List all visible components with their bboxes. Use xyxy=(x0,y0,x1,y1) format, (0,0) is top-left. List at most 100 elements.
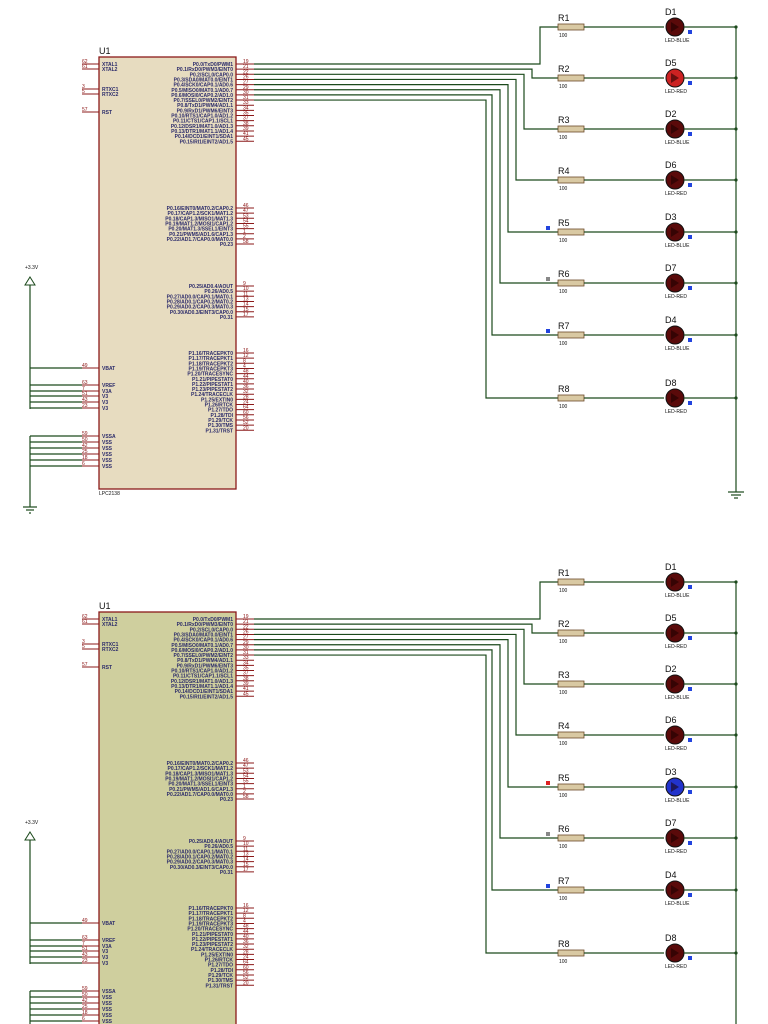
right-pin-number: 11 xyxy=(243,846,248,852)
led-diode-icon xyxy=(671,628,679,638)
resistor-ref: R5 xyxy=(558,773,570,783)
resistor-body xyxy=(557,680,585,688)
right-pin-name: P1.29/TCK xyxy=(208,418,233,424)
right-pin-name: P1.17/TRACEPKT1 xyxy=(189,911,234,917)
left-pin-name: RTXC1 xyxy=(102,642,119,648)
right-pin-name: P0.12/DSR1/MAT1.0/AD1.3 xyxy=(171,679,233,685)
left-pin-number: 23 xyxy=(82,958,88,964)
left-pin-name: V3 xyxy=(102,400,108,406)
right-pin-number: 17 xyxy=(243,312,249,318)
right-pin-number: 44 xyxy=(243,374,249,380)
right-pin-number: 33 xyxy=(243,100,249,106)
signal-wire xyxy=(254,654,558,954)
led-type: LED-BLUE xyxy=(665,38,690,44)
resistor-ref: R3 xyxy=(558,670,570,680)
right-pin-name: P1.18/TRACEPKT2 xyxy=(189,916,234,922)
left-pin-number: 18 xyxy=(82,455,88,461)
right-pin-number: 36 xyxy=(243,939,249,945)
led-type: LED-RED xyxy=(665,964,687,970)
right-pin-name: P0.13/DTR1/MAT1.1/AD1.4 xyxy=(171,129,233,135)
signal-wire xyxy=(254,99,558,399)
right-pin-name: P0.4/SCK0/CAP0.1/AD0.6 xyxy=(174,83,234,89)
led-state-marker xyxy=(688,956,692,960)
power-label: +3.3V xyxy=(25,820,39,826)
right-pin-number: 2 xyxy=(243,234,246,240)
right-pin-name: P0.4/SCK0/CAP0.1/AD0.6 xyxy=(174,638,234,644)
chip-part: LPC2138 xyxy=(99,491,120,497)
left-pin-number: 50 xyxy=(82,992,88,998)
right-pin-number: 21 xyxy=(243,619,249,625)
right-pin-number: 48 xyxy=(243,924,249,930)
resistor-value: 100 xyxy=(559,690,568,696)
right-pin-number: 19 xyxy=(243,59,249,65)
right-pin-number: 46 xyxy=(243,203,249,209)
right-pin-number: 34 xyxy=(243,105,249,111)
left-pin-number: 63 xyxy=(82,380,88,386)
left-pin-name: V3 xyxy=(102,961,108,967)
resistor-body xyxy=(557,74,585,82)
right-pin-name: P0.19/MAT1.2/MOSI1/CAP1.2 xyxy=(165,776,233,782)
right-pin-number: 38 xyxy=(243,676,249,682)
panel-bottom: U1LPC213862XTAL161XTAL23RTXC15RTXC257RST… xyxy=(24,562,738,1024)
right-pin-name: P1.16/TRACEPKT0 xyxy=(189,906,234,912)
right-pin-name: P1.20/TRACESYNC xyxy=(187,372,233,378)
right-pin-name: P0.26/AD0.5 xyxy=(204,289,233,295)
right-pin-number: 28 xyxy=(243,949,249,955)
led-type: LED-RED xyxy=(665,409,687,415)
resistor-ref: R4 xyxy=(558,721,570,731)
right-pin-name: P0.0/TxD0/PWM1 xyxy=(193,62,234,68)
resistor-value: 100 xyxy=(559,33,568,39)
right-pin-name: P0.2/SCL0/CAP0.0 xyxy=(190,627,234,633)
right-pin-number: 29 xyxy=(243,640,249,646)
right-pin-name: P1.19/TRACEPKT3 xyxy=(189,366,234,372)
right-pin-name: P0.27/AD0.0/CAP0.1/MAT0.1 xyxy=(167,294,234,300)
right-pin-name: P0.10/RTS1/CAP1.0/AD1.2 xyxy=(171,114,233,120)
right-pin-name: P0.8/TxD1/PWM4/AD1.1 xyxy=(177,658,233,664)
resistor-value: 100 xyxy=(559,238,568,244)
right-pin-name: P0.11/CTS1/CAP1.1/SCL1 xyxy=(173,674,233,680)
right-pin-name: P0.30/AD0.3/EINT3/CAP0.0 xyxy=(170,865,233,871)
resistor-body xyxy=(557,331,585,339)
signal-wire xyxy=(254,26,558,65)
right-pin-name: P0.22/AD1.7/CAP0.0/MAT0.0 xyxy=(167,237,234,243)
led-state-marker xyxy=(688,81,692,85)
right-pin-number: 9 xyxy=(243,281,246,287)
led-type: LED-RED xyxy=(665,746,687,752)
right-pin-name: P0.18/CAP1.3/MISO1/MAT1.3 xyxy=(165,216,233,222)
resistor-value: 100 xyxy=(559,844,568,850)
resistor-body xyxy=(557,731,585,739)
left-pin-name: XTAL1 xyxy=(102,617,118,623)
left-pin-name: VSS xyxy=(102,458,113,464)
right-pin-number: 40 xyxy=(243,934,249,940)
right-pin-name: P0.31 xyxy=(220,315,233,321)
led-diode-icon xyxy=(671,948,679,958)
led-ref: D3 xyxy=(665,212,677,222)
right-pin-name: P0.10/RTS1/CAP1.0/AD1.2 xyxy=(171,669,233,675)
right-pin-name: P1.31/TRST xyxy=(205,983,233,989)
led-diode-icon xyxy=(671,577,679,587)
resistor-value: 100 xyxy=(559,289,568,295)
right-pin-number: 40 xyxy=(243,379,249,385)
left-pin-number: 23 xyxy=(82,403,88,409)
right-pin-number: 55 xyxy=(243,779,249,785)
led-state-marker xyxy=(688,132,692,136)
signal-wire xyxy=(254,94,558,336)
left-pin-number: 18 xyxy=(82,1010,88,1016)
led-ref: D7 xyxy=(665,263,677,273)
right-pin-number: 55 xyxy=(243,224,249,230)
led-diode-icon xyxy=(671,278,679,288)
right-pin-name: P1.22/PIPESTAT1 xyxy=(192,382,233,388)
right-pin-number: 39 xyxy=(243,126,249,132)
led-ref: D8 xyxy=(665,933,677,943)
left-pin-number: 62 xyxy=(82,59,88,65)
left-pin-number: 61 xyxy=(82,64,88,70)
right-pin-number: 37 xyxy=(243,671,249,677)
right-pin-number: 54 xyxy=(243,773,249,779)
right-pin-name: P1.31/TRST xyxy=(205,428,233,434)
left-pin-number: 42 xyxy=(82,443,88,449)
right-pin-number: 38 xyxy=(243,121,249,127)
right-pin-name: P0.3/SDA0/MAT0.0/EINT1 xyxy=(174,632,234,638)
right-pin-number: 33 xyxy=(243,655,249,661)
led-diode-icon xyxy=(671,227,679,237)
led-type: LED-RED xyxy=(665,644,687,650)
